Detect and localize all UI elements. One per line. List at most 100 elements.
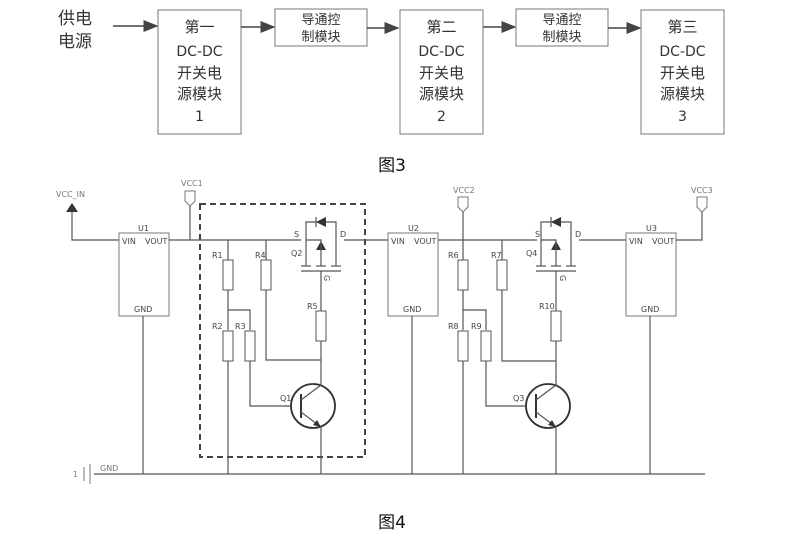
q3-ref: Q3 [513,394,524,403]
q2-gate-label: G [322,275,331,281]
wire-q1-base [249,361,299,407]
resistor-r3 [244,330,256,362]
u2-vout: VOUT [414,237,436,246]
regulator-u2: U2 VIN VOUT GND [387,224,439,317]
gnd-label: GND [100,464,118,473]
regulator-u1: U1 VIN VOUT GND [118,224,170,317]
r9-label: R9 [471,322,482,331]
module-1-line1: 第一 [184,18,214,36]
u1-vin: VIN [122,237,136,246]
wire-vcc-in [71,212,120,241]
u1-vout: VOUT [145,237,167,246]
wire [306,239,322,266]
vcc1-port-icon [184,190,196,207]
u1-gnd: GND [134,305,152,314]
module-3-line3: 开关电 [660,64,705,82]
u1-ref: U1 [138,224,149,233]
mosfet-q2: S D Q2 G [291,217,346,281]
conduction-control-module-1: 导通控 制模块 [274,8,368,47]
r10-label: R10 [539,302,555,311]
dcdc-module-2: 第二 DC-DC 开关电 源模块 2 [399,9,484,135]
transistor-q3: Q3 [513,383,571,429]
vcc1-label: VCC1 [181,179,203,188]
r2-label: R2 [212,322,223,331]
vcc2-label: VCC2 [453,186,475,195]
body-diode-icon [551,217,561,227]
u3-ref: U3 [646,224,657,233]
emitter-arrow-icon [313,420,321,427]
wire-q3-base [485,361,534,407]
module-2-line1: 第二 [426,18,456,36]
control-1-line2: 制模块 [301,30,340,45]
body-diode-icon [316,217,326,227]
q4-ref: Q4 [526,249,537,258]
q4-source-label: S [535,230,540,239]
conduction-control-module-2: 导通控 制模块 [515,8,609,47]
module-3-line4: 源模块 [660,85,705,103]
wire [463,309,487,330]
resistor-r1 [222,259,234,291]
figure-4-caption: 图4 [378,513,406,533]
u2-vin: VIN [391,237,405,246]
r8-label: R8 [448,322,459,331]
r3-label: R3 [235,322,246,331]
module-2-line2: DC-DC [418,44,464,60]
module-3-line2: DC-DC [659,44,705,60]
conduction-control-boundary [199,203,366,458]
wire [541,239,557,266]
vcc3-port-icon [696,196,708,213]
resistor-r5 [315,310,327,342]
resistor-r4 [260,259,272,291]
module-2-line4: 源模块 [419,85,464,103]
q4-gate-label: G [558,275,567,281]
dcdc-module-1: 第一 DC-DC 开关电 源模块 1 [157,9,242,135]
regulator-u3: U3 VIN VOUT GND [625,224,677,317]
module-1-line5: 1 [195,109,204,125]
vcc3-label: VCC3 [691,186,713,195]
u3-vin: VIN [629,237,643,246]
u3-vout: VOUT [652,237,674,246]
q4-drain-label: D [575,230,581,239]
wire [265,290,321,361]
ground-marker: 1 [73,470,78,479]
module-3-line1: 第三 [667,18,697,36]
r6-label: R6 [448,251,459,260]
control-1-line1: 导通控 [301,13,340,28]
wire-vcc3 [676,212,703,241]
u2-ref: U2 [408,224,419,233]
control-2-line1: 导通控 [542,13,581,28]
module-1-line3: 开关电 [177,64,222,82]
u2-gnd: GND [403,305,421,314]
power-input-label-line2: 电源 [58,32,92,52]
resistor-r8 [457,330,469,362]
r4-label: R4 [255,251,266,260]
vcc2-port-icon [457,196,469,213]
q2-drain-label: D [340,230,346,239]
module-1-line4: 源模块 [177,85,222,103]
module-2-line5: 2 [437,109,446,125]
mosfet-q4: S D Q4 G [526,217,581,281]
block-diagram: 供电 电源 第一 DC-DC 开关电 源模块 1 导通控 制模块 第二 DC-D… [58,8,725,176]
figure-3-caption: 图3 [378,156,406,176]
u3-gnd: GND [641,305,659,314]
circuit-schematic: VCC_IN U1 VIN VOUT GND VCC1 R1 R2 R3 [56,179,713,533]
module-2-line3: 开关电 [419,64,464,82]
dcdc-module-3: 第三 DC-DC 开关电 源模块 3 [640,9,725,135]
resistor-r2 [222,330,234,362]
r1-label: R1 [212,251,223,260]
q2-source-label: S [294,230,299,239]
power-input-label-line1: 供电 [58,9,92,29]
q1-ref: Q1 [280,394,291,403]
wire [501,290,556,362]
module-1-line2: DC-DC [176,44,222,60]
emitter-arrow-icon [548,420,556,427]
control-2-line2: 制模块 [542,30,581,45]
wire [228,309,251,330]
vcc-in-label: VCC_IN [56,190,85,199]
resistor-r6 [457,259,469,291]
r7-label: R7 [491,251,502,260]
q2-ref: Q2 [291,249,302,258]
module-3-line5: 3 [678,109,687,125]
resistor-r10 [550,310,562,342]
